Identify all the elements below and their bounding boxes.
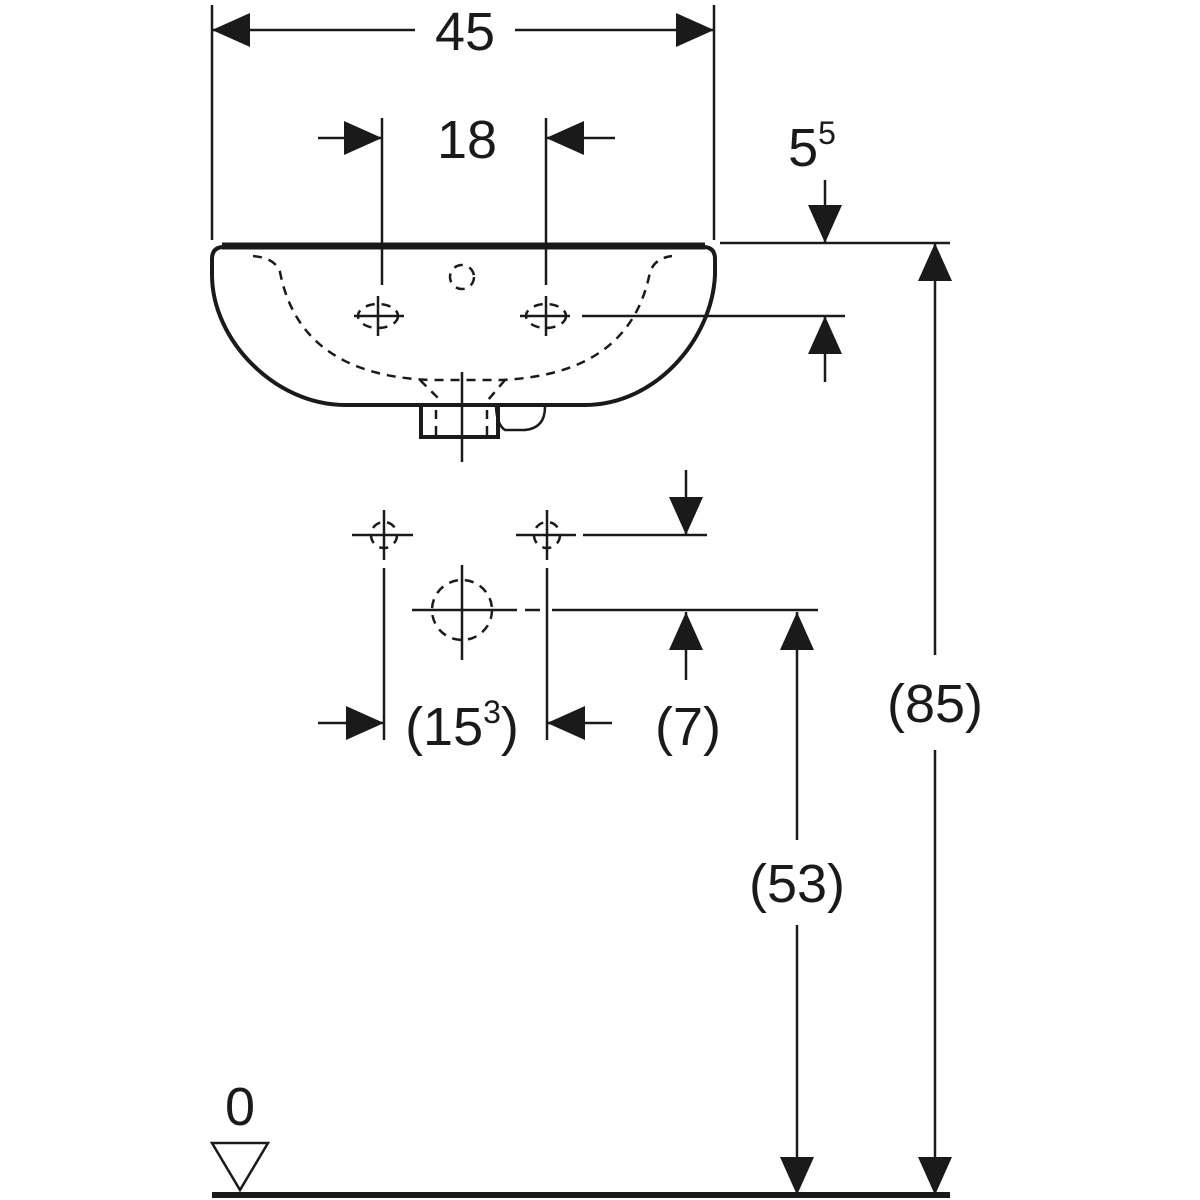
arrow-left-icon xyxy=(212,13,250,47)
overall-width-dimension: 45 xyxy=(210,2,716,240)
svg-text:(153): (153) xyxy=(405,694,519,757)
wall-connections xyxy=(352,470,818,740)
arrow-right-icon xyxy=(676,13,714,47)
rim-height-label: (85) xyxy=(887,674,983,734)
floor-level-label: 0 xyxy=(225,1077,255,1137)
arrow-down-icon xyxy=(808,205,842,243)
waste-height-label: (53) xyxy=(749,854,845,914)
rim-to-tap-base: 5 xyxy=(788,118,818,178)
basin-front-view xyxy=(210,242,717,462)
rim-height-dimension: (85) xyxy=(887,243,983,1195)
svg-text:55: 55 xyxy=(788,115,836,178)
tap-hole-left-icon xyxy=(354,296,404,336)
arrow-left-icon xyxy=(547,706,585,740)
supply-connection-left-icon xyxy=(352,510,413,560)
arrow-up-icon xyxy=(918,243,952,281)
arrow-down-icon xyxy=(780,1157,814,1195)
tap-hole-right-icon xyxy=(520,296,570,336)
tap-hole-spacing-label: 18 xyxy=(437,110,497,170)
waste-height-dimension: (53) xyxy=(749,612,845,1195)
arrow-down-icon xyxy=(918,1157,952,1195)
arrow-up-icon xyxy=(780,612,814,650)
tap-hole-spacing-dimension: 18 xyxy=(318,110,615,285)
arrow-right-icon xyxy=(346,706,384,740)
arrow-left-icon xyxy=(546,121,584,155)
overall-width-label: 45 xyxy=(435,2,495,62)
level-marker-icon xyxy=(209,1141,271,1193)
rim-to-tap-sup: 5 xyxy=(818,115,836,151)
arrow-right-icon xyxy=(344,121,382,155)
wall-connection-spacing-dimension: (153) (7) xyxy=(318,694,721,757)
supply-to-waste-label: (7) xyxy=(655,697,721,757)
floor-level: 0 xyxy=(209,1077,950,1198)
overflow-hole-icon xyxy=(448,263,476,291)
waste-connection-icon xyxy=(412,565,517,660)
rim-to-tap-hole-dimension: 55 xyxy=(582,115,950,382)
supply-connection-right-icon xyxy=(516,510,576,560)
arrow-down-icon xyxy=(669,497,703,535)
